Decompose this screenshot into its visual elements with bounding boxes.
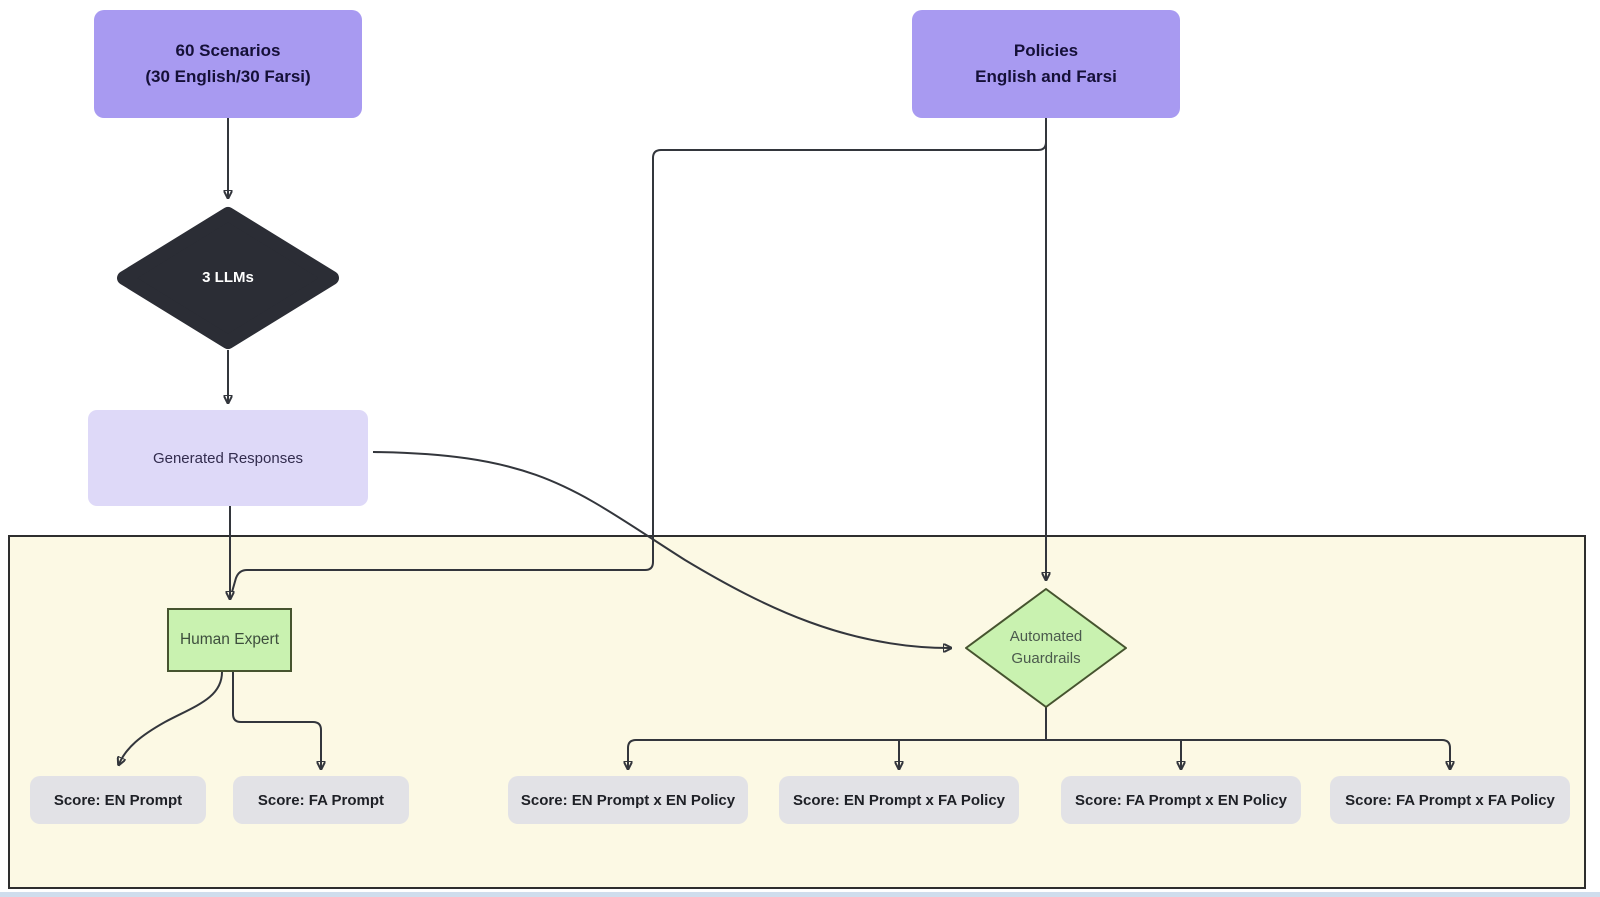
llms-label: 3 LLMs: [202, 268, 254, 286]
score-label: Score: FA Prompt x FA Policy: [1345, 791, 1555, 809]
scenarios-node: 60 Scenarios (30 English/30 Farsi): [94, 10, 362, 118]
llms-diamond-shape: [117, 207, 339, 349]
score-label: Score: FA Prompt: [257, 791, 385, 809]
llms-diamond-node: 3 LLMs: [116, 206, 340, 350]
policies-label-line2: English and Farsi: [975, 67, 1117, 86]
automated-guardrails-label: Automated Guardrails: [963, 586, 1129, 710]
score-fa-prompt-en-policy-node: Score: FA Prompt x EN Policy: [1061, 776, 1301, 824]
scenarios-label-line2: (30 English/30 Farsi): [145, 67, 311, 86]
policies-label-line1: Policies: [1013, 40, 1079, 60]
score-fa-prompt-fa-policy-node: Score: FA Prompt x FA Policy: [1330, 776, 1570, 824]
generated-responses-label: Generated Responses: [152, 449, 304, 467]
score-en-prompt-node: Score: EN Prompt: [30, 776, 206, 824]
score-label: Score: EN Prompt: [53, 791, 183, 809]
score-label: Score: FA Prompt x EN Policy: [1075, 791, 1287, 809]
automated-guardrails-line1: Automated: [1009, 627, 1083, 645]
human-expert-label: Human Expert: [179, 631, 280, 648]
evaluation-panel: [8, 535, 1586, 889]
generated-responses-node: Generated Responses: [88, 410, 368, 506]
score-fa-prompt-node: Score: FA Prompt: [233, 776, 409, 824]
score-label: Score: EN Prompt x EN Policy: [520, 791, 736, 809]
score-en-prompt-fa-policy-node: Score: EN Prompt x FA Policy: [779, 776, 1019, 824]
score-en-prompt-en-policy-node: Score: EN Prompt x EN Policy: [508, 776, 748, 824]
automated-guardrails-shape: [965, 588, 1127, 708]
window-bottom-edge: [0, 892, 1600, 897]
automated-guardrails-line2: Guardrails: [1011, 650, 1081, 667]
policies-node: Policies English and Farsi: [912, 10, 1180, 118]
automated-guardrails-node: Automated Guardrails: [963, 586, 1129, 710]
score-label: Score: EN Prompt x FA Policy: [793, 791, 1005, 809]
human-expert-node: Human Expert: [167, 608, 292, 672]
scenarios-label-line1: 60 Scenarios: [175, 40, 281, 60]
